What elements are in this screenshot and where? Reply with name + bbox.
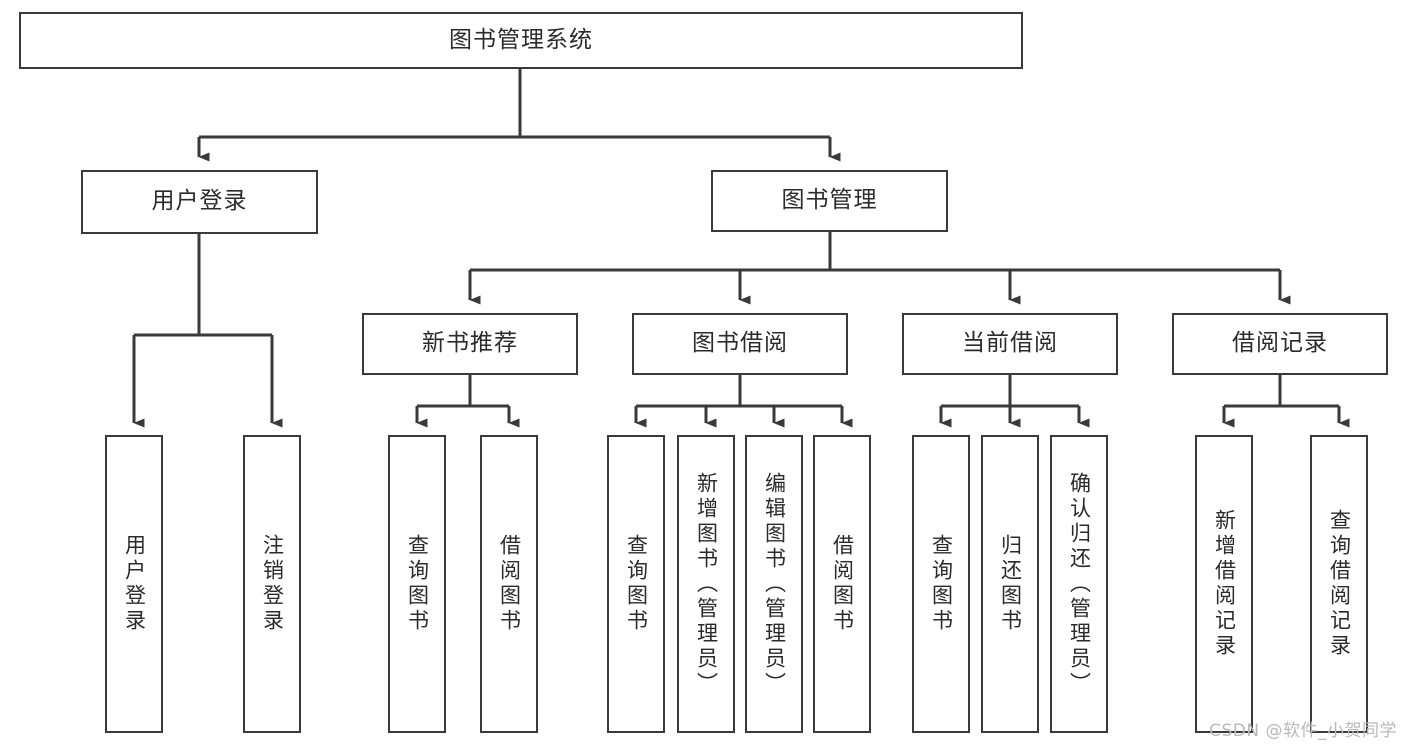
leaf-borrow-book-new[interactable]: 借阅图书	[480, 435, 538, 733]
leaf-edit-book-admin[interactable]: 编辑图书（管理员）	[745, 435, 803, 733]
leaf-user-logout-label: 注销登录	[260, 534, 285, 634]
leaf-add-borrow-record[interactable]: 新增借阅记录	[1195, 435, 1253, 733]
leaf-query-book-borrow[interactable]: 查询图书	[607, 435, 665, 733]
leaf-user-logout[interactable]: 注销登录	[243, 435, 301, 733]
leaf-borrow-book-new-label: 借阅图书	[497, 534, 522, 634]
leaf-return-book-label: 归还图书	[998, 534, 1023, 634]
leaf-query-book-borrow-label: 查询图书	[624, 534, 649, 634]
node-current-borrow[interactable]: 当前借阅	[902, 313, 1118, 375]
node-book-borrow-label: 图书借阅	[692, 330, 788, 357]
node-root-label: 图书管理系统	[449, 26, 593, 53]
node-user-login-label: 用户登录	[151, 188, 248, 215]
leaf-user-login-label: 用户登录	[122, 534, 147, 634]
node-book-management[interactable]: 图书管理	[711, 170, 948, 232]
node-book-borrow[interactable]: 图书借阅	[632, 313, 848, 375]
leaf-borrow-book[interactable]: 借阅图书	[813, 435, 871, 733]
leaf-query-book-current-label: 查询图书	[929, 534, 954, 634]
node-borrow-records-label: 借阅记录	[1232, 330, 1328, 357]
leaf-add-book-admin-label: 新增图书（管理员）	[694, 471, 719, 697]
node-book-management-label: 图书管理	[781, 187, 878, 214]
leaf-return-book[interactable]: 归还图书	[981, 435, 1039, 733]
node-new-book-recommend[interactable]: 新书推荐	[362, 313, 578, 375]
node-new-book-recommend-label: 新书推荐	[422, 330, 518, 357]
node-borrow-records[interactable]: 借阅记录	[1172, 313, 1388, 375]
node-root[interactable]: 图书管理系统	[19, 12, 1023, 69]
node-user-login[interactable]: 用户登录	[81, 170, 318, 234]
leaf-query-book-new[interactable]: 查询图书	[388, 435, 446, 733]
leaf-borrow-book-label: 借阅图书	[830, 534, 855, 634]
leaf-user-login[interactable]: 用户登录	[105, 435, 163, 733]
leaf-query-borrow-record-label: 查询借阅记录	[1327, 509, 1352, 659]
csdn-watermark: CSDN @软件_小贺同学	[1209, 721, 1397, 741]
leaf-query-borrow-record[interactable]: 查询借阅记录	[1310, 435, 1368, 733]
leaf-add-book-admin[interactable]: 新增图书（管理员）	[677, 435, 735, 733]
leaf-edit-book-admin-label: 编辑图书（管理员）	[762, 471, 787, 697]
leaf-confirm-return-admin[interactable]: 确认归还（管理员）	[1050, 435, 1108, 733]
node-current-borrow-label: 当前借阅	[962, 330, 1058, 357]
leaf-confirm-return-admin-label: 确认归还（管理员）	[1067, 471, 1092, 697]
leaf-add-borrow-record-label: 新增借阅记录	[1212, 509, 1237, 659]
leaf-query-book-current[interactable]: 查询图书	[912, 435, 970, 733]
leaf-query-book-new-label: 查询图书	[405, 534, 430, 634]
